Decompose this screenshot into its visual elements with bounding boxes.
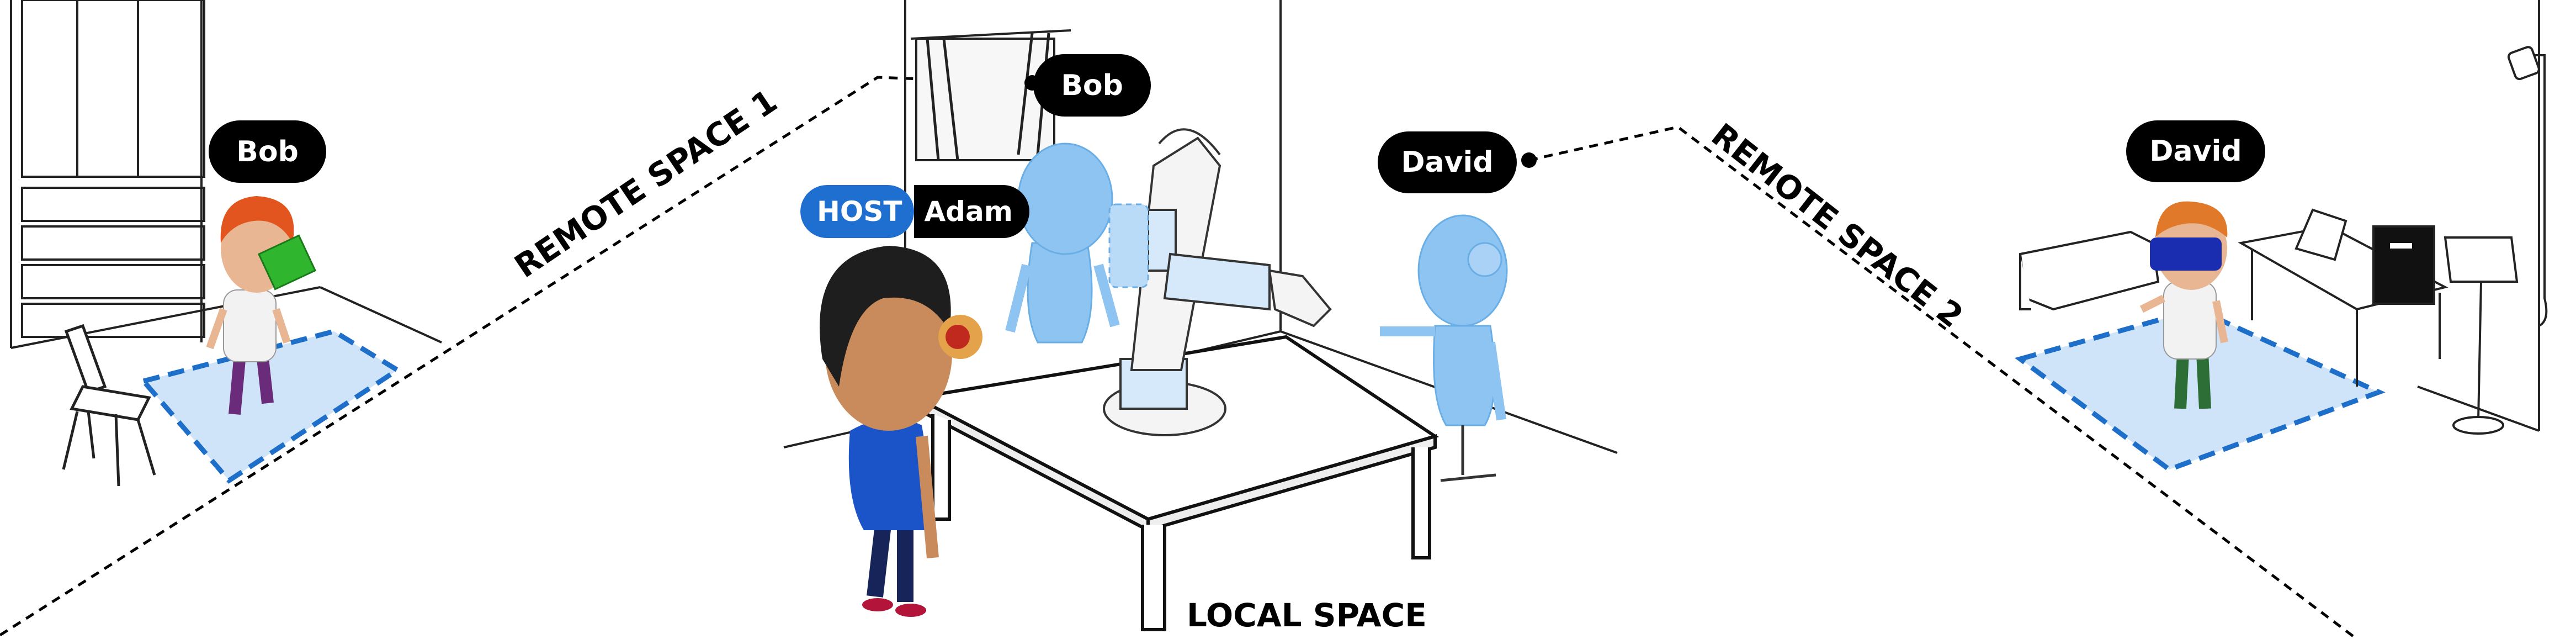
host-name: Adam: [914, 185, 1029, 238]
bob-remote-avatar: [206, 196, 317, 415]
david-remote-avatar: [2139, 201, 2228, 409]
local-space-label: LOCAL SPACE: [1187, 596, 1427, 634]
floor-lamp-icon: [2444, 236, 2519, 435]
wardrobe: [21, 0, 205, 338]
host-badge: HOST Adam: [800, 185, 1029, 238]
remote-space-1-room: [10, 0, 442, 349]
pc-tower-icon: [2372, 225, 2435, 305]
robot-arm: [1103, 128, 1332, 436]
bob-hologram-avatar: [1005, 142, 1149, 344]
sofa-icon: [2019, 230, 2160, 311]
david-hologram-avatar: [1380, 214, 1508, 482]
camera-icon: [2507, 46, 2548, 327]
laptop-icon: [2295, 208, 2347, 261]
remote-2-link-line: [1528, 125, 2358, 639]
david-hologram-connector: [1521, 152, 1537, 168]
window: [915, 38, 1055, 161]
desk: [2238, 208, 2448, 387]
chair-icon: [62, 324, 156, 487]
vr-headset-icon: [2150, 237, 2222, 271]
david-remote-label: David: [2126, 120, 2265, 182]
david-hologram-label: David: [1378, 131, 1517, 193]
host-tag: HOST: [800, 185, 915, 238]
bob-hologram-label: Bob: [1033, 54, 1151, 117]
bob-remote-label: Bob: [209, 120, 326, 183]
remote-1-link-line: [0, 76, 1024, 637]
adam-host-avatar: [820, 246, 982, 617]
